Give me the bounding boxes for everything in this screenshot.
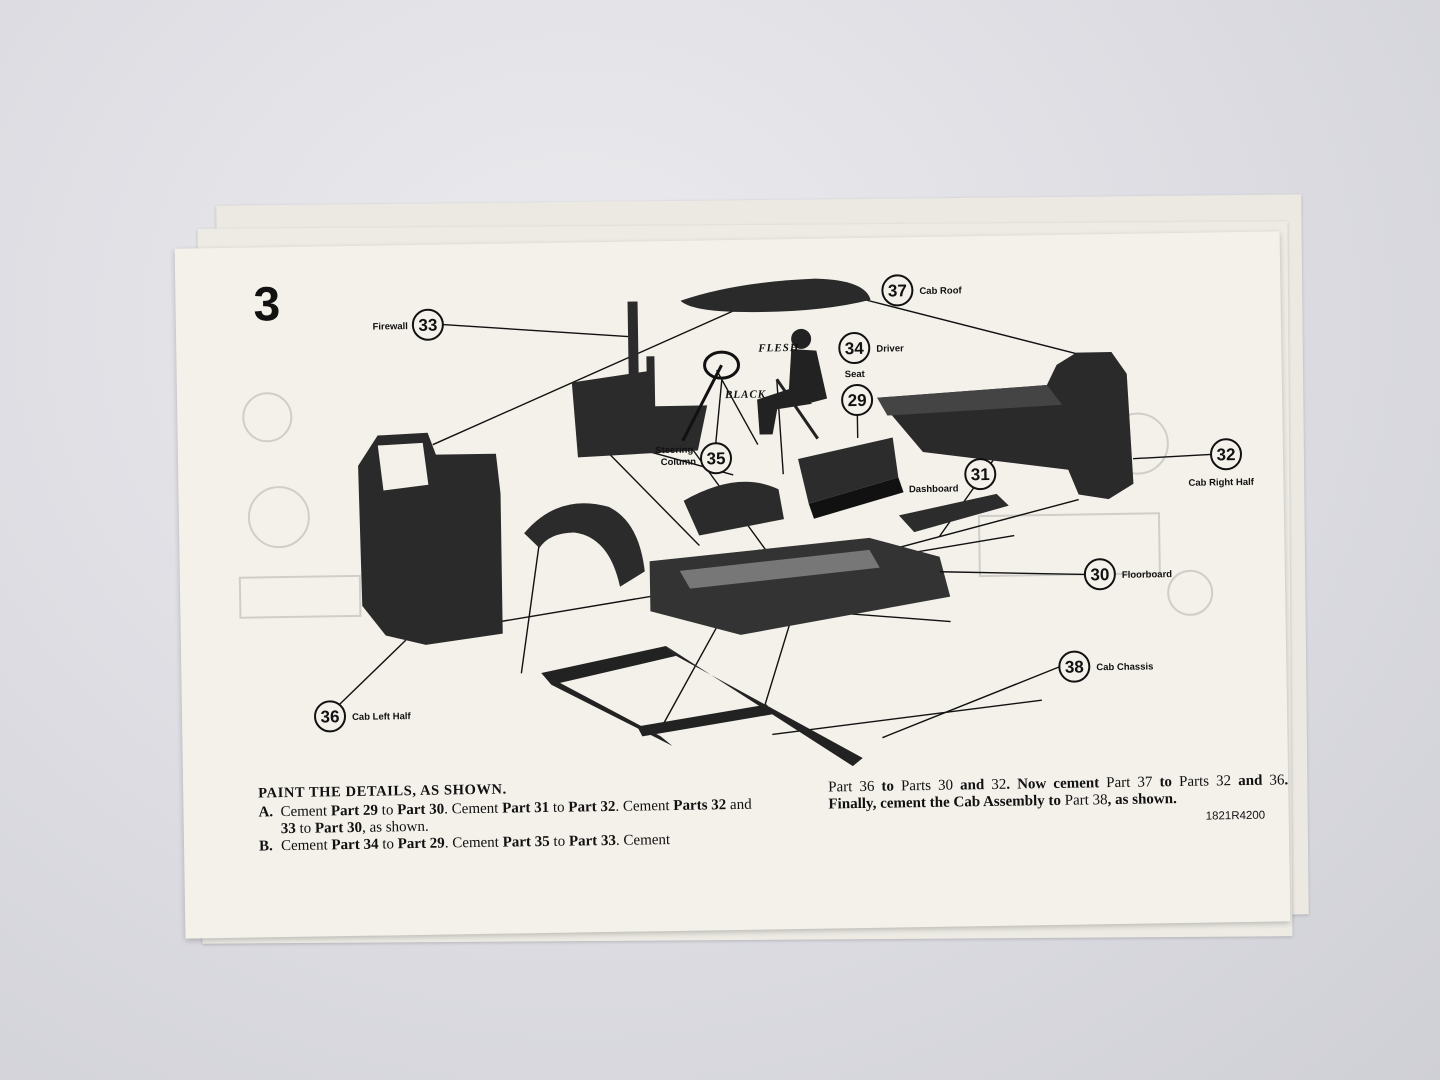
bold-part-reference: Part 29 (397, 835, 445, 853)
part-name-steering-column: Steering Column (655, 445, 696, 469)
bold-part-reference: Part 33 (568, 832, 617, 850)
part-callout-38: 38 Cab Chassis (882, 650, 1153, 739)
bold-part-reference: and (952, 776, 992, 794)
part-callout-37: 37 Cab Roof (881, 274, 963, 307)
bold-part-reference: Part 35 (502, 833, 550, 851)
part-number-30: 30 (1090, 565, 1109, 584)
bold-part-reference: , as shown. (1107, 791, 1177, 809)
part-callout-33: 33 Firewall (372, 308, 629, 341)
bold-part-reference: Part 31 (501, 799, 550, 817)
part-number-31: 31 (971, 465, 990, 484)
bold-part-reference: Part 34 (331, 836, 379, 854)
bold-part-reference: 33 (280, 820, 296, 838)
part-callout-36: 36 Cab Left Half (314, 639, 412, 733)
part-callout-32: 32 Cab Right Half (1133, 438, 1255, 489)
part-number-37: 37 (888, 281, 907, 300)
cab-left-half-shape (358, 432, 503, 645)
part-name-cab-left-half: Cab Left Half (352, 711, 412, 723)
part-name-firewall: Firewall (372, 321, 408, 333)
firewall-shape (571, 301, 708, 458)
show-through-print-left (217, 376, 381, 638)
steering-column-line-1: Steering (655, 445, 693, 457)
part-name-cab-right-half: Cab Right Half (1188, 477, 1254, 489)
part-callout-34: 34 Driver (838, 332, 904, 365)
steering-wheel-shape (681, 350, 741, 442)
part-number-36: 36 (320, 707, 339, 726)
bold-part-reference: to (874, 778, 902, 795)
part-callout-29: Seat 29 (841, 369, 874, 439)
bold-part-reference: Part 32 (568, 798, 616, 816)
part-number-29: 29 (848, 391, 867, 410)
seat-shape (798, 437, 904, 519)
instructions-right-column: Part 36 to Parts 30 and 32. Now cement P… (828, 772, 1289, 813)
part-callout-31: 31 Dashboard (909, 458, 997, 495)
bold-part-reference: Part 30 (314, 819, 363, 837)
part-callout-30: 30 Floorboard (939, 558, 1172, 591)
paint-label-black: BLACK (724, 388, 766, 401)
part-callout-35: 35 Steering Column (655, 380, 733, 475)
bold-part-reference: and (1230, 772, 1270, 790)
part-name-cab-roof: Cab Roof (919, 285, 962, 297)
show-through-graphics-left (238, 392, 362, 619)
dashboard-shape (898, 493, 1009, 533)
bold-part-reference: Part 30 (397, 801, 445, 819)
cab-roof-shape (680, 278, 871, 313)
bold-part-reference: Part 29 (330, 802, 379, 820)
fenders-and-floor-shape (524, 481, 951, 635)
cab-right-half-shape (877, 352, 1134, 500)
kit-code-number: 1821R4200 (1205, 809, 1266, 823)
steering-column-line-2: Column (661, 457, 697, 469)
part-number-32: 32 (1216, 445, 1235, 464)
step-letter-b: B. (258, 838, 273, 855)
part-name-cab-chassis: Cab Chassis (1096, 661, 1153, 673)
bold-part-reference: to (1152, 774, 1180, 791)
cab-chassis-shape (541, 646, 863, 767)
part-name-floorboard: Floorboard (1122, 569, 1172, 581)
bold-part-reference: Parts 32 (673, 797, 727, 814)
part-name-seat: Seat (845, 369, 866, 380)
part-number-34: 34 (845, 339, 865, 358)
instruction-sheet: 3 (174, 231, 1291, 939)
step-letter-a: A. (258, 804, 274, 821)
exploded-assembly-diagram: 37 Cab Roof 33 Firewall 34 Driver Seat 2… (314, 274, 1255, 767)
bold-part-reference: . Now cement (1006, 775, 1107, 793)
part-number-33: 33 (418, 316, 437, 335)
paint-label-flesh: FLESH (757, 342, 799, 355)
instructions-left-column: PAINT THE DETAILS, AS SHOWN. A. Cement P… (258, 778, 759, 856)
driver-figure-shape (757, 328, 828, 440)
part-number-38: 38 (1065, 657, 1084, 676)
part-name-driver: Driver (876, 343, 904, 354)
part-number-35: 35 (706, 449, 725, 468)
part-name-dashboard: Dashboard (909, 483, 959, 495)
